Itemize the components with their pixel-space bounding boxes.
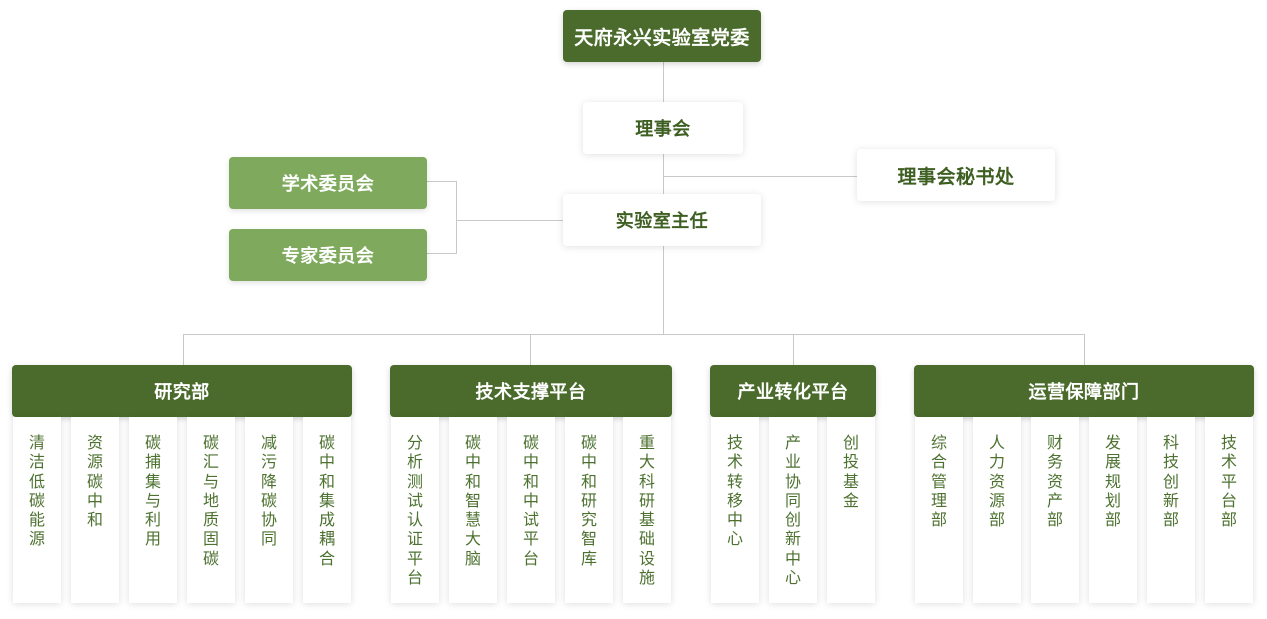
research-unit-label: 碳捕集与利用 — [144, 433, 161, 549]
operations-unit: 科技创新部 — [1147, 417, 1195, 603]
operations-unit: 技术平台部 — [1205, 417, 1253, 603]
tech-platform-unit: 分析测试认证平台 — [391, 417, 439, 603]
tech-platform-unit-label: 碳中和智慧大脑 — [464, 433, 481, 568]
connector-director-bus — [663, 245, 664, 334]
tech-platform-unit-label: 碳中和研究智库 — [580, 433, 597, 568]
party-committee-box: 天府永兴实验室党委 — [563, 10, 761, 62]
connector-research — [183, 334, 184, 365]
research-unit: 碳中和集成耦合 — [303, 417, 351, 603]
dept-industry-header: 产业转化平台 — [710, 365, 876, 417]
academic-committee-box: 学术委员会 — [229, 157, 427, 209]
board-box: 理事会 — [583, 102, 743, 154]
operations-unit-label: 发展规划部 — [1104, 433, 1121, 530]
research-unit: 减污降碳协同 — [245, 417, 293, 603]
board-label: 理事会 — [635, 119, 691, 140]
connector-tech-platform — [530, 334, 531, 365]
tech-platform-unit-label: 分析测试认证平台 — [406, 433, 423, 588]
dept-research-label: 研究部 — [154, 382, 210, 403]
research-unit-label: 资源碳中和 — [86, 433, 103, 530]
party-committee-label: 天府永兴实验室党委 — [574, 26, 750, 49]
expert-committee-label: 专家委员会 — [281, 246, 375, 267]
connector-expert-stub — [427, 253, 457, 254]
tech-platform-unit: 重大科研基础设施 — [623, 417, 671, 603]
director-label: 实验室主任 — [615, 211, 709, 232]
expert-committee-box: 专家委员会 — [229, 229, 427, 281]
operations-unit: 财务资产部 — [1031, 417, 1079, 603]
connector-party-board — [663, 61, 664, 102]
dept-operations-header: 运营保障部门 — [914, 365, 1254, 417]
connector-academic-stub — [427, 181, 457, 182]
research-unit-label: 减污降碳协同 — [260, 433, 277, 549]
connector-industry — [793, 334, 794, 365]
director-box: 实验室主任 — [563, 194, 761, 246]
research-unit-label: 碳中和集成耦合 — [318, 433, 335, 568]
academic-committee-label: 学术委员会 — [281, 174, 375, 195]
operations-unit-label: 人力资源部 — [988, 433, 1005, 530]
dept-tech-platform-label: 技术支撑平台 — [475, 382, 587, 403]
connector-board-director — [663, 153, 664, 194]
connector-director-committees — [456, 220, 563, 221]
operations-unit: 人力资源部 — [973, 417, 1021, 603]
connector-committees-vertical — [456, 181, 457, 254]
industry-unit-label: 产业协同创新中心 — [784, 433, 801, 588]
operations-unit: 综合管理部 — [915, 417, 963, 603]
operations-unit-label: 综合管理部 — [930, 433, 947, 530]
dept-tech-platform-header: 技术支撑平台 — [390, 365, 672, 417]
tech-platform-unit-label: 碳中和中试平台 — [522, 433, 539, 568]
research-unit: 碳捕集与利用 — [129, 417, 177, 603]
research-unit: 清洁低碳能源 — [13, 417, 61, 603]
dept-industry-label: 产业转化平台 — [737, 382, 849, 403]
research-unit-label: 清洁低碳能源 — [28, 433, 45, 549]
operations-unit: 发展规划部 — [1089, 417, 1137, 603]
industry-unit: 产业协同创新中心 — [769, 417, 817, 603]
research-unit-label: 碳汇与地质固碳 — [202, 433, 219, 568]
tech-platform-unit-label: 重大科研基础设施 — [638, 433, 655, 588]
dept-operations-label: 运营保障部门 — [1028, 382, 1140, 403]
industry-unit-label: 技术转移中心 — [726, 433, 743, 549]
secretariat-box: 理事会秘书处 — [857, 149, 1055, 201]
secretariat-label: 理事会秘书处 — [897, 165, 1015, 188]
industry-unit-label: 创投基金 — [842, 433, 859, 510]
operations-unit-label: 技术平台部 — [1220, 433, 1237, 530]
industry-unit: 创投基金 — [827, 417, 875, 603]
dept-research-header: 研究部 — [12, 365, 352, 417]
industry-unit: 技术转移中心 — [711, 417, 759, 603]
connector-bus — [183, 334, 1085, 335]
tech-platform-unit: 碳中和研究智库 — [565, 417, 613, 603]
research-unit: 资源碳中和 — [71, 417, 119, 603]
operations-unit-label: 财务资产部 — [1046, 433, 1063, 530]
research-unit: 碳汇与地质固碳 — [187, 417, 235, 603]
operations-unit-label: 科技创新部 — [1162, 433, 1179, 530]
connector-operations — [1084, 334, 1085, 365]
tech-platform-unit: 碳中和智慧大脑 — [449, 417, 497, 603]
tech-platform-unit: 碳中和中试平台 — [507, 417, 555, 603]
connector-secretariat — [663, 176, 857, 177]
